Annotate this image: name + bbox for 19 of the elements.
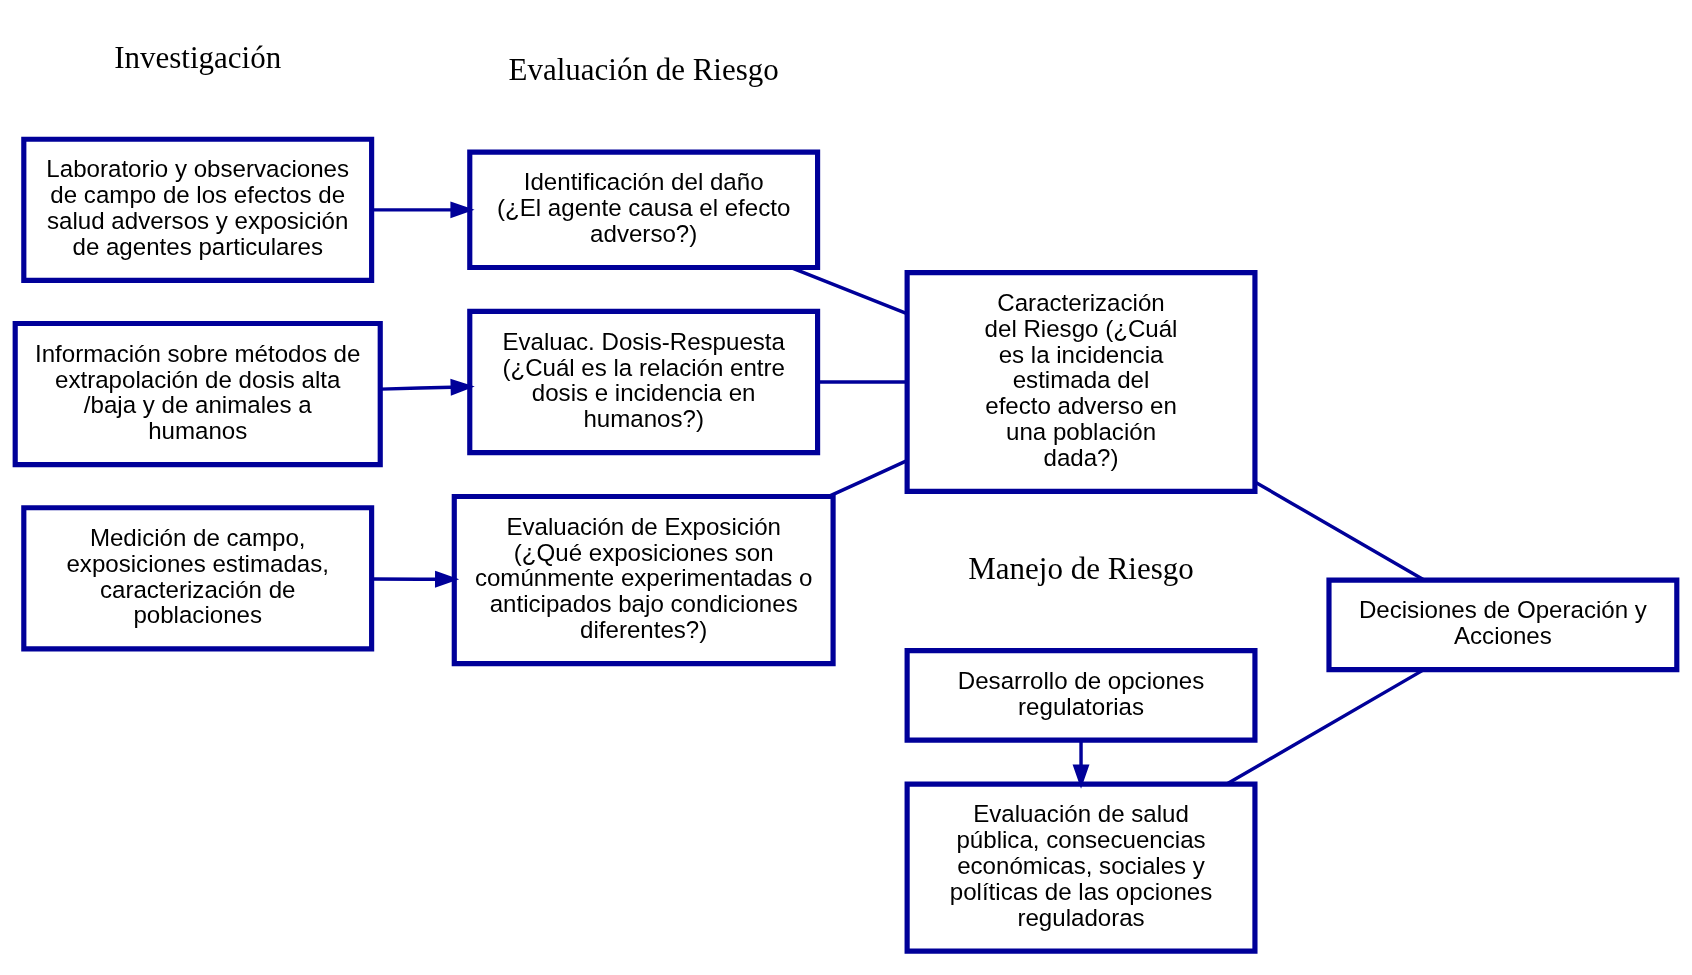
label: Investigación bbox=[114, 39, 282, 75]
node-box: Evaluación de Exposición (¿Qué exposiciones son comúnmente experimentadas o anticipados bajo condiciones diferentes?) bbox=[451, 493, 836, 667]
node-box: Desarrollo de opciones regulatorias bbox=[904, 648, 1258, 743]
label: Manejo de Riesgo bbox=[968, 551, 1194, 587]
node-box: Evaluac. Dosis-Respuesta (¿Cuál es la relación entre dosis e incidencia en humanos?) bbox=[467, 308, 821, 456]
node-box: Caracterización del Riesgo (¿Cuál es la incidencia estimada del efecto adverso en una población dada?) bbox=[904, 270, 1258, 494]
node-box: Laboratorio y observaciones de campo de los efectos de salud adversos y exposición de agentes particulares bbox=[21, 136, 375, 284]
label: Evaluación de Riesgo bbox=[508, 51, 779, 87]
connector bbox=[828, 459, 908, 498]
node-box: Medición de campo, exposiciones estimadas, caracterización de poblaciones bbox=[21, 505, 375, 652]
arrow bbox=[371, 201, 475, 219]
node-box: Identificación del daño (¿El agente causa el efecto adverso?) bbox=[467, 149, 821, 271]
arrow bbox=[1072, 740, 1090, 789]
arrow bbox=[371, 570, 460, 588]
arrow bbox=[380, 378, 475, 396]
connector bbox=[818, 380, 907, 384]
node-box: Evaluación de salud pública, consecuencias económicas, sociales y políticas de las opciones reguladoras bbox=[904, 781, 1258, 954]
node-box: Decisiones de Operación y Acciones bbox=[1326, 577, 1680, 673]
node-box: Información sobre métodos de extrapolación de dosis alta /baja y de animales a humanos bbox=[12, 320, 383, 468]
